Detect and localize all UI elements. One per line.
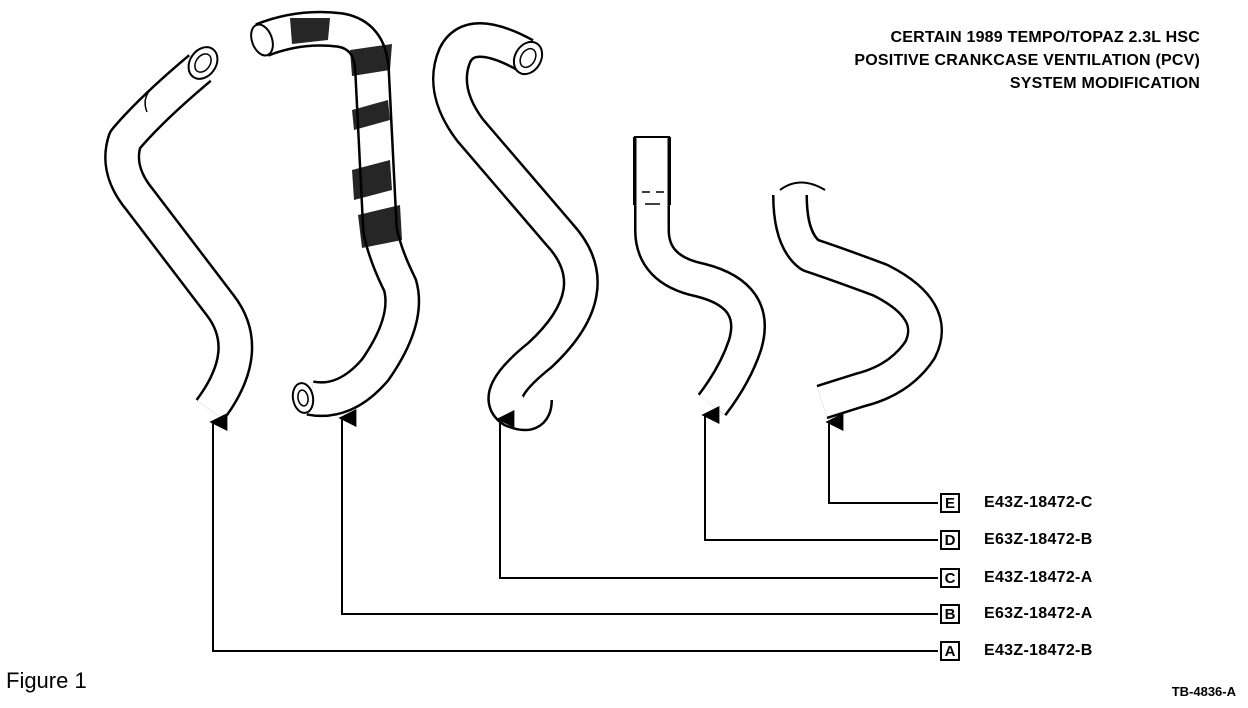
diagram-title: CERTAIN 1989 TEMPO/TOPAZ 2.3L HSC POSITI…	[854, 26, 1200, 95]
hose-e	[772, 181, 943, 420]
hose-c	[432, 22, 599, 432]
leader-line-a	[209, 413, 938, 652]
hose-a	[104, 46, 254, 421]
legend-part-number: E63Z-18472-B	[984, 531, 1093, 548]
legend-part-number: E43Z-18472-C	[984, 494, 1093, 511]
legend-row-b: B E63Z-18472-A	[940, 601, 1180, 627]
leader-line-c	[496, 410, 938, 579]
legend-letter: C	[940, 568, 960, 588]
title-line-2: POSITIVE CRANKCASE VENTILATION (PCV)	[854, 52, 1200, 69]
hose-d	[633, 136, 766, 416]
legend-row-e: E E43Z-18472-C	[940, 490, 1180, 516]
drawing-code: TB-4836-A	[1171, 684, 1236, 699]
hose-b	[250, 10, 421, 418]
legend-row-d: D E63Z-18472-B	[940, 527, 1180, 553]
leader-line-b	[338, 409, 938, 615]
leader-line-e	[825, 413, 938, 504]
figure-label: Figure 1	[6, 668, 87, 693]
legend-letter: A	[940, 641, 960, 661]
legend-letter: D	[940, 530, 960, 550]
legend-letter: E	[940, 493, 960, 513]
legend-part-number: E43Z-18472-B	[984, 642, 1093, 659]
legend-row-a: A E43Z-18472-B	[940, 638, 1180, 664]
tape-wrap-pattern	[290, 18, 402, 248]
legend-part-number: E43Z-18472-A	[984, 569, 1093, 586]
title-line-1: CERTAIN 1989 TEMPO/TOPAZ 2.3L HSC	[890, 29, 1200, 46]
legend-part-number: E63Z-18472-A	[984, 605, 1093, 622]
leader-line-d	[701, 406, 938, 541]
title-line-3: SYSTEM MODIFICATION	[1009, 75, 1200, 92]
legend-letter: B	[940, 604, 960, 624]
legend-row-c: C E43Z-18472-A	[940, 565, 1180, 591]
